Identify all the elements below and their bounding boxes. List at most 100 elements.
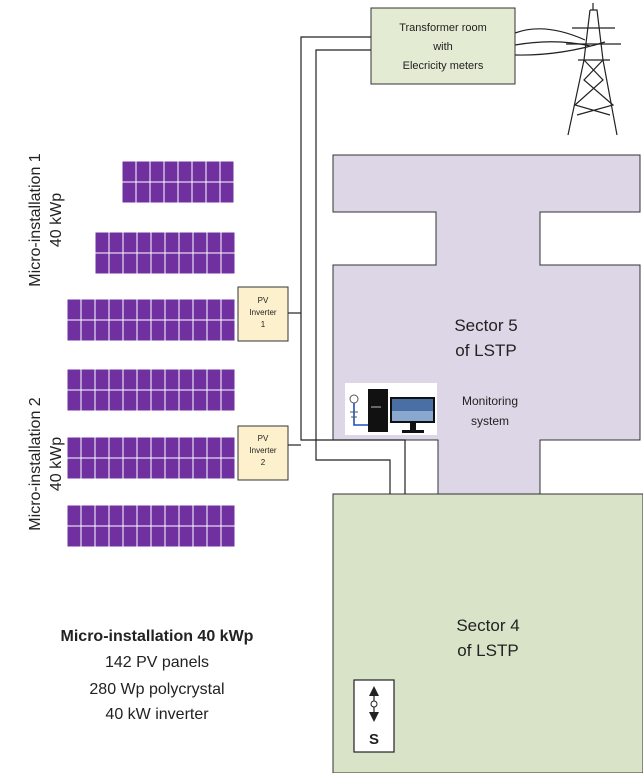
pv-panel (178, 252, 194, 275)
pv-panel (191, 181, 207, 204)
pv-panel (164, 252, 180, 275)
pv-panel (192, 298, 208, 321)
installation1-power: 40 kWp (48, 193, 65, 247)
pv-panel (177, 181, 193, 204)
pv-panel (108, 389, 124, 412)
monitoring-label-line2: system (471, 414, 509, 428)
pv-panel (150, 436, 166, 459)
pv-panel (220, 389, 236, 412)
pv-panel (164, 368, 180, 391)
pv-panel (206, 319, 222, 342)
pv-panel (206, 389, 222, 412)
pv-panel (220, 457, 236, 480)
pv-panel (150, 504, 166, 527)
pv-panel (205, 181, 221, 204)
pv-panel (150, 319, 166, 342)
pv-panel (80, 504, 96, 527)
pv-panel (108, 298, 124, 321)
pv-panel (149, 181, 165, 204)
pv-panel (178, 457, 194, 480)
pv-panel (66, 368, 82, 391)
pv-panel (178, 436, 194, 459)
pv-panel (192, 252, 208, 275)
pv-panel (80, 457, 96, 480)
pv-panel (94, 504, 110, 527)
installation2-power: 40 kWp (48, 437, 65, 491)
pv-panel (192, 457, 208, 480)
pv-panel (164, 525, 180, 548)
sector5-label-line2: of LSTP (455, 341, 516, 360)
pv-panel (136, 231, 152, 254)
inverter1-line2: Inverter (249, 308, 276, 317)
pv-panel (150, 368, 166, 391)
pv-panel (164, 504, 180, 527)
pv-panel (66, 436, 82, 459)
sector-4-area (332, 493, 643, 773)
pv-panel (192, 525, 208, 548)
pv-panel (136, 368, 152, 391)
wire-main-1 (300, 36, 406, 494)
pv-panel (192, 504, 208, 527)
pv-panel (150, 525, 166, 548)
pv-panel (94, 389, 110, 412)
pv-panel (150, 231, 166, 254)
pv-array-4 (66, 368, 236, 412)
pv-panel (108, 525, 124, 548)
pv-panel (80, 525, 96, 548)
pv-panel (219, 181, 235, 204)
sector5-label-line1: Sector 5 (454, 316, 517, 335)
pv-panel (122, 368, 138, 391)
pv-panel (121, 160, 137, 183)
pv-panel (94, 298, 110, 321)
pv-panel (163, 160, 179, 183)
pv-panel (108, 319, 124, 342)
pv-panel (206, 368, 222, 391)
pv-panel (108, 252, 124, 275)
pv-panel (164, 457, 180, 480)
pv-panel (164, 298, 180, 321)
sector4-label-line2: of LSTP (457, 641, 518, 660)
pv-panel (164, 436, 180, 459)
pv-panel (94, 252, 110, 275)
pv-panel (219, 160, 235, 183)
pv-inverter-2-box (237, 425, 289, 481)
pv-panel (191, 160, 207, 183)
pv-panel (163, 181, 179, 204)
pv-panel (80, 298, 96, 321)
pv-panel (192, 368, 208, 391)
wire-tower-1 (514, 28, 586, 41)
pv-panel (122, 436, 138, 459)
pv-array-1 (121, 160, 235, 204)
inverter2-line1: PV (258, 434, 269, 443)
transformer-room-box (370, 7, 516, 85)
pv-panel (66, 525, 82, 548)
pv-panel (94, 368, 110, 391)
inverter2-line3: 2 (261, 458, 266, 467)
pv-panel (164, 389, 180, 412)
legend-title: Micro-installation 40 kWp (61, 628, 254, 645)
pv-panel (135, 160, 151, 183)
sector4-label-line1: Sector 4 (456, 616, 519, 635)
pv-panel (206, 504, 222, 527)
pv-panel (94, 319, 110, 342)
pv-panel (66, 319, 82, 342)
pv-panel (136, 252, 152, 275)
pv-panel (220, 368, 236, 391)
legend-line3: 40 kW inverter (105, 706, 209, 723)
pv-panel (94, 231, 110, 254)
pv-panel (178, 368, 194, 391)
pv-panel (122, 504, 138, 527)
pv-panel (178, 525, 194, 548)
installation1-name: Micro-installation 1 (27, 153, 44, 286)
pv-panel (220, 504, 236, 527)
pv-panel (108, 231, 124, 254)
pv-panel (150, 298, 166, 321)
inverter1-line3: 1 (261, 320, 266, 329)
pv-panel (178, 231, 194, 254)
pv-panel (66, 457, 82, 480)
transformer-label-line3: Elecricity meters (403, 60, 484, 72)
pv-panel (206, 525, 222, 548)
pv-panel (135, 181, 151, 204)
transformer-label-line2: with (432, 41, 453, 53)
